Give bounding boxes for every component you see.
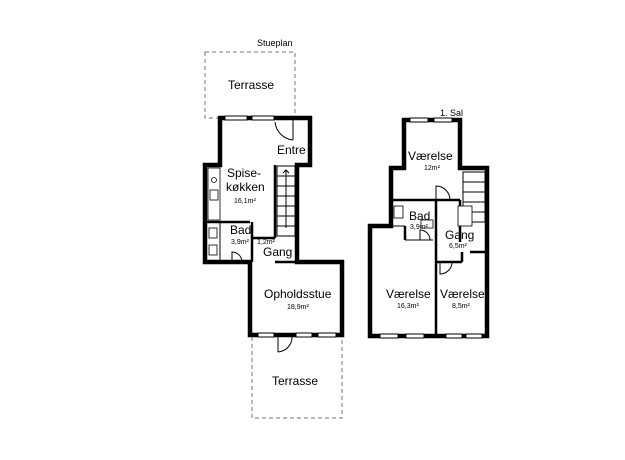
kitchen-sink xyxy=(209,189,219,201)
window xyxy=(257,332,275,338)
window xyxy=(409,117,429,123)
room-label-opholdsstue: Opholdsstue xyxy=(264,287,332,301)
room-label-vaerelse-left: Værelse xyxy=(386,287,431,301)
room-area-opholdsstue: 18,9m² xyxy=(287,304,309,311)
ground-floor: Stueplan Terrasse Entre Spise- køkken 16… xyxy=(202,38,345,419)
window xyxy=(224,115,248,121)
toilet xyxy=(393,205,404,219)
bath-sink xyxy=(420,219,434,229)
ground-floor-outer-wall xyxy=(202,115,345,338)
bad-door xyxy=(419,229,431,241)
terrace-top-outline xyxy=(204,51,296,119)
room-label-vaerelse-right: Værelse xyxy=(440,287,485,301)
room-label-gang: Gang xyxy=(263,245,292,259)
window xyxy=(405,333,425,339)
floor-label-stueplan: Stueplan xyxy=(257,38,293,48)
room-label-bad-1: Bad xyxy=(409,209,430,223)
bath-door xyxy=(231,251,243,263)
first-floor: 1. Sal Værelse 12m² Bad 3,9m² Gang 6,5m²… xyxy=(367,108,490,339)
vaerelse-right-door xyxy=(439,261,453,275)
window xyxy=(465,333,483,339)
first-closet xyxy=(457,205,473,227)
room-area-vaerelse-top: 12m² xyxy=(424,165,441,172)
window xyxy=(379,333,399,339)
window xyxy=(317,332,337,338)
floor-label-1-sal: 1. Sal xyxy=(440,108,463,118)
room-area-vaerelse-right: 8,5m² xyxy=(452,303,471,310)
window xyxy=(433,117,453,123)
room-label-bad: Bad xyxy=(230,223,251,237)
room-label-spisekokken-2: køkken xyxy=(226,180,265,194)
room-label-vaerelse-top: Værelse xyxy=(408,149,453,163)
window xyxy=(251,115,275,121)
room-area-bad: 3,9m² xyxy=(231,239,250,246)
window xyxy=(295,332,313,338)
entrance-door xyxy=(274,120,294,141)
toilet xyxy=(208,227,218,239)
stove-icon xyxy=(211,177,217,183)
room-area-bad-1: 3,9m² xyxy=(410,224,429,231)
room-label-gang-1: Gang xyxy=(445,228,474,242)
ground-interior-walls xyxy=(205,165,297,264)
terrace-door xyxy=(277,336,293,353)
window xyxy=(445,333,463,339)
vaerelse-top-door xyxy=(435,185,451,201)
first-bad-walls xyxy=(393,225,433,241)
room-label-spisekokken-1: Spise- xyxy=(227,166,261,180)
room-label-entre: Entre xyxy=(277,143,306,157)
room-area-spisekokken: 16,1m² xyxy=(234,198,256,205)
room-area-gang: 1,2m² xyxy=(257,239,276,246)
room-area-gang-1: 6,5m² xyxy=(449,243,468,250)
terrace-bottom-outline xyxy=(251,337,343,419)
first-floor-outer-wall xyxy=(367,117,490,339)
room-area-vaerelse-left: 16,3m² xyxy=(397,303,419,310)
room-label-terrace-top: Terrasse xyxy=(228,78,274,92)
room-label-terrace-bottom: Terrasse xyxy=(272,374,318,388)
ground-stairs xyxy=(276,165,296,237)
first-interior-walls xyxy=(389,198,487,336)
bath-sink xyxy=(208,244,218,256)
